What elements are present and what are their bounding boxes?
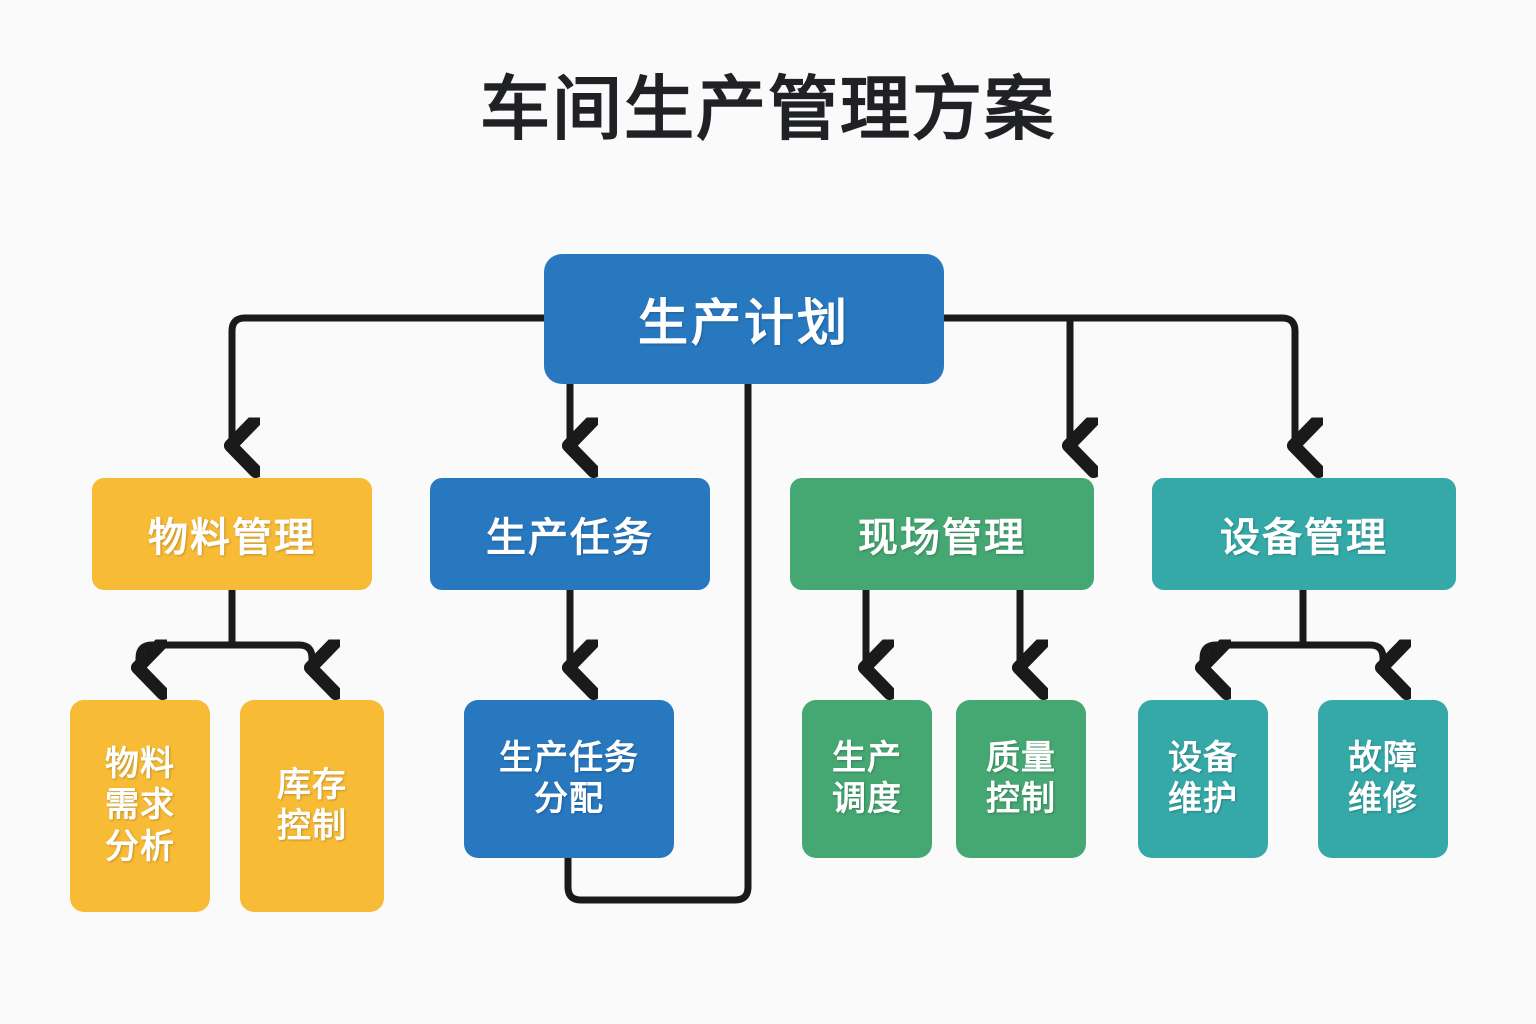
node-label: 物料管理 [148,516,316,560]
node-label: 生产计划 [638,295,850,351]
node-label: 生产 调度 [832,738,902,818]
node-label: 设备 维护 [1168,738,1238,818]
node-label: 物料 需求 分析 [105,744,175,866]
node-equipment-management[interactable]: 设备管理 [1152,478,1456,590]
node-label: 质量 控制 [986,738,1056,818]
node-production-plan[interactable]: 生产计划 [544,254,944,384]
node-fault-repair[interactable]: 故障 维修 [1318,700,1448,858]
node-label: 设备管理 [1220,516,1388,560]
edge-material-to-inventory [228,645,312,662]
edge-root-to-material [232,314,548,440]
node-label: 生产任务 分配 [499,738,639,818]
node-equipment-maintenance[interactable]: 设备 维护 [1138,700,1268,858]
node-quality-control[interactable]: 质量 控制 [956,700,1086,858]
node-label: 现场管理 [858,516,1026,560]
node-label: 生产任务 [486,516,654,560]
node-inventory-control[interactable]: 库存 控制 [240,700,384,912]
node-site-management[interactable]: 现场管理 [790,478,1094,590]
node-label: 故障 维修 [1348,738,1418,818]
node-production-scheduling[interactable]: 生产 调度 [802,700,932,858]
node-material-management[interactable]: 物料管理 [92,478,372,590]
page-title: 车间生产管理方案 [480,70,1056,148]
node-production-task[interactable]: 生产任务 [430,478,710,590]
node-material-requirement-analysis[interactable]: 物料 需求 分析 [70,700,210,912]
node-production-task-allocation[interactable]: 生产任务 分配 [464,700,674,858]
edge-equipment-to-maintenance [1203,645,1307,662]
node-label: 库存 控制 [277,765,347,845]
edge-material-to-mra [139,645,236,662]
edge-root-right-spine [940,314,1295,440]
edge-equipment-to-repair [1299,645,1383,662]
